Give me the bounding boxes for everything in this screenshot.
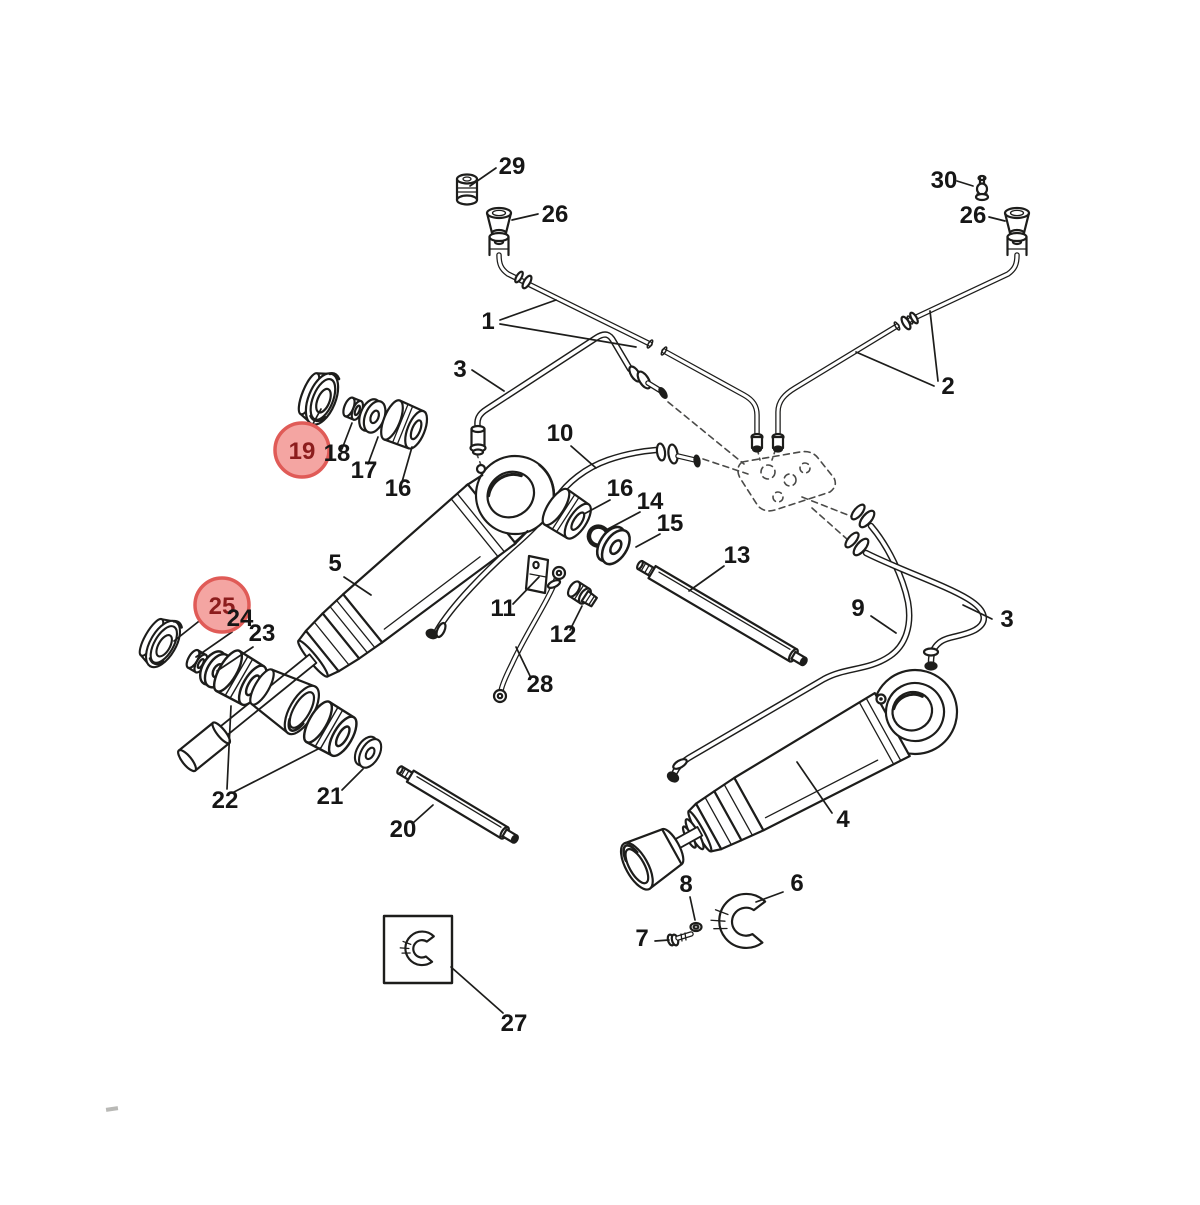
retainer-clip-27	[399, 930, 435, 967]
part-label-22: 22	[212, 787, 239, 814]
hose-9	[666, 503, 913, 783]
part-label-3-starboard: 3	[1000, 606, 1013, 633]
trim-cylinder-5	[177, 454, 556, 773]
part-label-13: 13	[724, 542, 751, 569]
part-label-23: 23	[249, 620, 276, 647]
part-label-26-port: 26	[542, 201, 569, 228]
hose-2-top-fitting	[1006, 231, 1028, 257]
tube-1	[496, 252, 764, 453]
part-label-17: 17	[351, 457, 378, 484]
fitting-29	[455, 173, 479, 206]
part-label-26-starboard: 26	[960, 202, 987, 229]
hose-3-starboard	[844, 531, 987, 671]
fitting-30	[974, 174, 990, 202]
hose-3-port	[469, 331, 668, 456]
part-label-7: 7	[635, 925, 648, 952]
anchor-pin-20	[396, 765, 519, 844]
stray-mark	[105, 1106, 119, 1112]
callout-labels: 29 26 30 26 1 2 3 10 19 18 17 16 5 16 14…	[209, 153, 1014, 1037]
leader-lines	[173, 167, 1006, 1014]
part-label-10: 10	[547, 420, 574, 447]
part-label-12: 12	[550, 621, 577, 648]
trim-cylinder-4	[619, 668, 959, 891]
washer-8	[689, 921, 703, 933]
part-label-20: 20	[390, 816, 417, 843]
parts-chain-lower	[131, 610, 387, 773]
part-label-21: 21	[317, 783, 344, 810]
highlight-circle-part-19[interactable]	[273, 421, 331, 479]
rod-eye-cup	[249, 668, 320, 736]
part-label-11: 11	[490, 595, 515, 622]
part-label-6: 6	[790, 870, 803, 897]
diagram-line-art	[105, 173, 1031, 1112]
part-label-28: 28	[527, 671, 554, 698]
part-label-16-center: 16	[607, 475, 634, 502]
part-label-9: 9	[851, 595, 864, 622]
part-label-19-highlighted[interactable]: 19	[289, 438, 316, 465]
hose-28	[492, 565, 567, 704]
tube-2	[771, 252, 1020, 453]
part-label-3-port: 3	[453, 356, 466, 383]
piston-rod-13	[636, 559, 808, 667]
cylinder-5-port-hole	[475, 463, 487, 475]
part-label-8: 8	[679, 871, 692, 898]
part-label-1: 1	[481, 308, 494, 335]
inset-box	[382, 914, 454, 985]
cylinder-4-port-hole-center	[879, 697, 883, 701]
hose-1-top-fitting	[488, 231, 510, 257]
bolt-12	[566, 580, 598, 608]
part-label-16-upper: 16	[385, 475, 412, 502]
part-label-18: 18	[324, 440, 351, 467]
part-label-24: 24	[227, 605, 254, 632]
screw-7	[666, 931, 694, 947]
part-label-30: 30	[931, 167, 958, 194]
part-label-4: 4	[836, 806, 850, 833]
part-label-29: 29	[499, 153, 526, 180]
part-label-2: 2	[941, 373, 954, 400]
part-label-27: 27	[501, 1010, 528, 1037]
part-label-5: 5	[328, 550, 341, 577]
highlight-circle-part-25[interactable]	[193, 576, 251, 634]
part-label-25-highlighted[interactable]: 25	[209, 593, 236, 620]
part-label-14: 14	[637, 488, 664, 515]
parts-chain-center	[536, 483, 637, 571]
part-label-15: 15	[657, 510, 684, 537]
